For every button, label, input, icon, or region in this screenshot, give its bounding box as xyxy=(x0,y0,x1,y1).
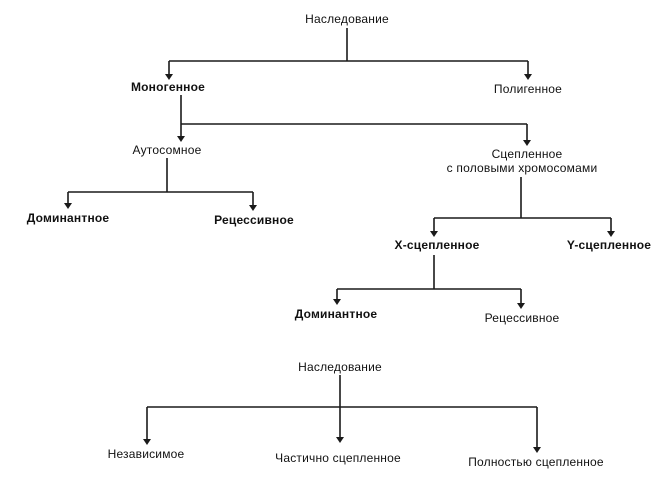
arrowhead-x-linked xyxy=(430,231,438,237)
node-x-dominant: Доминантное xyxy=(294,307,378,321)
arrowhead-y-linked xyxy=(607,231,615,237)
arrowhead-partially-linked xyxy=(336,437,344,443)
node-x-linked: X-сцепленное xyxy=(394,238,480,252)
arrowhead-polygenic xyxy=(524,74,532,80)
node-monogenic: Моногенное xyxy=(130,80,206,94)
node-x-recessive: Рецессивное xyxy=(484,311,560,325)
arrowhead-independent xyxy=(143,439,151,445)
node-autosomal: Аутосомное xyxy=(132,143,202,157)
arrowhead-x-recessive xyxy=(517,303,525,309)
arrowhead-monogenic xyxy=(165,74,173,80)
node-root-inheritance: Наследование xyxy=(305,12,389,26)
arrowhead-x-dominant xyxy=(333,299,341,305)
node-sex-linked-line2: с половыми хромосомами xyxy=(446,161,598,175)
node-autosomal-recessive: Рецессивное xyxy=(214,213,294,227)
arrowhead-auto-recessive xyxy=(249,205,257,211)
arrowhead-autosomal xyxy=(177,136,185,142)
arrowhead-fully-linked xyxy=(533,447,541,453)
node-y-linked: Y-сцепленное xyxy=(566,238,652,252)
arrowheads xyxy=(64,74,615,453)
arrowhead-sex-linked xyxy=(523,140,531,146)
node-fully-linked: Полностью сцепленное xyxy=(468,455,604,469)
arrowhead-auto-dominant xyxy=(64,203,72,209)
node-autosomal-dominant: Доминантное xyxy=(26,211,110,225)
node-partially-linked: Частично сцепленное xyxy=(275,451,401,465)
node-sex-linked-line1: Сцепленное xyxy=(491,147,563,161)
node-polygenic: Полигенное xyxy=(493,82,563,96)
node-independent: Независимое xyxy=(107,447,185,461)
node-bottom-root-inheritance: Наследование xyxy=(298,360,382,374)
